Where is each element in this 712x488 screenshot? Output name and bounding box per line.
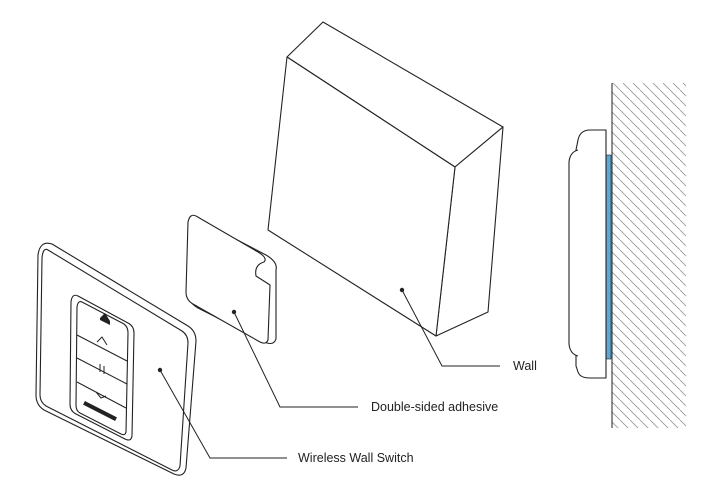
pause-icon: [99, 364, 105, 374]
switch-side-profile: [575, 129, 607, 379]
chevron-down-icon: [95, 391, 107, 399]
adhesive-strip: [605, 154, 612, 360]
wall-block: [267, 21, 504, 337]
adhesive-front: [185, 214, 271, 344]
adhesive-sheet: [185, 214, 277, 345]
wall-switch: [35, 242, 197, 476]
wall-leader-line: [401, 289, 500, 367]
keypad-divider-2: [76, 357, 128, 385]
switch-leader-line: [159, 369, 287, 459]
keypad-divider-3: [76, 381, 127, 409]
switch-label: Wireless Wall Switch: [298, 451, 414, 465]
wall-front-face: [267, 56, 456, 337]
chevron-up-icon: [96, 336, 108, 346]
wall-label: Wall: [513, 359, 537, 373]
adhesive-leader-line: [233, 311, 358, 408]
side-view: [568, 83, 686, 428]
house-icon: [100, 313, 110, 325]
switch-logo-bar: [83, 401, 117, 421]
adhesive-label: Double-sided adhesive: [371, 400, 498, 414]
switch-keypad: [75, 301, 129, 436]
wall-section-hatch: [612, 83, 686, 428]
switch-side-keypad: [568, 149, 579, 357]
keypad-divider-1: [76, 334, 128, 362]
